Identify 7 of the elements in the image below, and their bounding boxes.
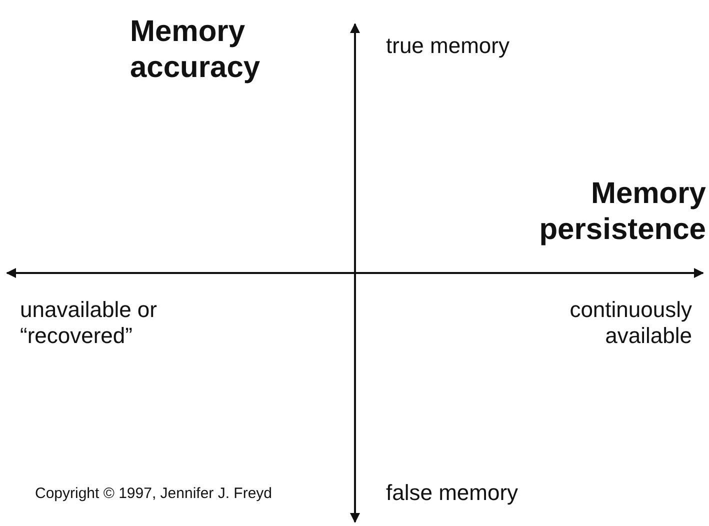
axis-end-label: unavailable or “recovered” [20,297,158,350]
axis-title: Memory accuracy [130,14,262,86]
axis-end-label: true memory [386,33,510,60]
axis-title: Memory persistence [538,176,706,248]
axis-end-label: continuously available [568,297,692,350]
copyright-note: Copyright © 1997, Jennifer J. Freyd [35,485,273,503]
axis-end-label: false memory [386,480,520,506]
